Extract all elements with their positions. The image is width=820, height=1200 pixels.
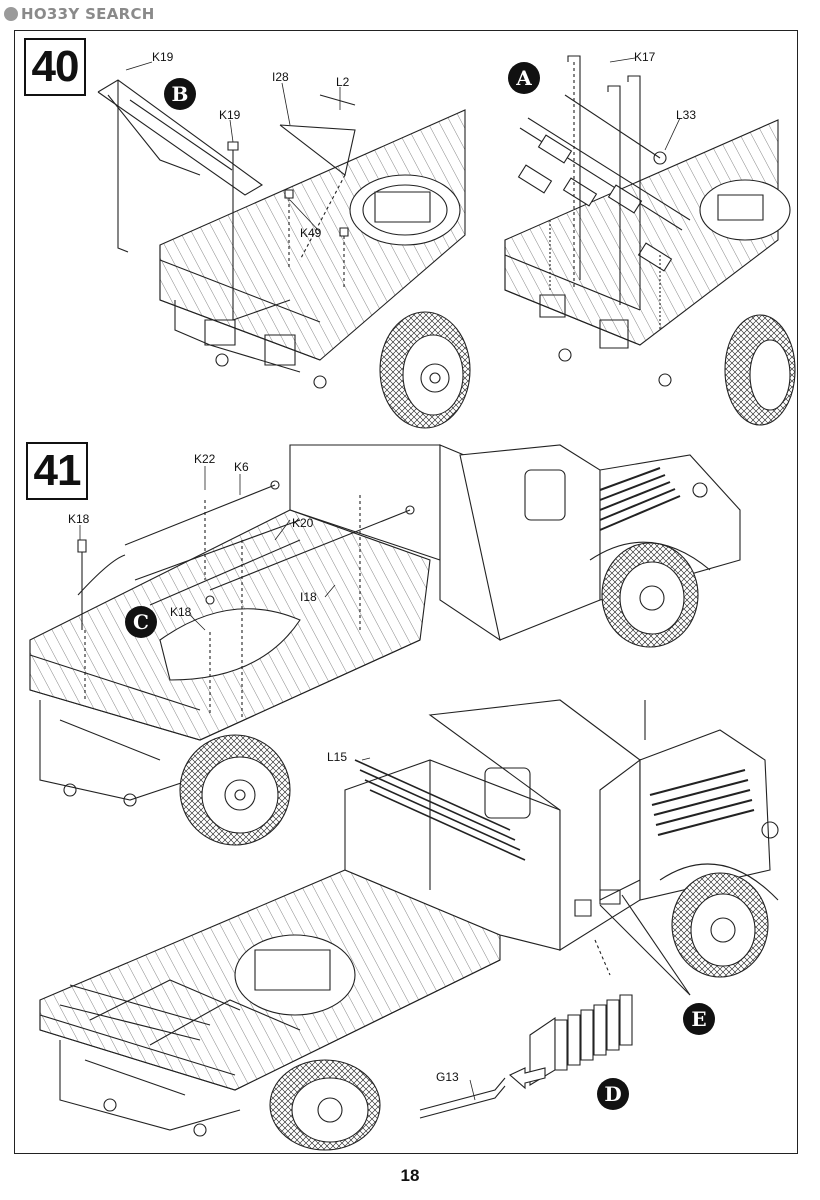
- step41-top-drawing: [30, 445, 740, 845]
- part-label-l15: L15: [327, 750, 348, 764]
- part-label-k22: K22: [194, 452, 216, 466]
- step-number-text: 40: [31, 42, 80, 91]
- logo-icon: [4, 7, 18, 21]
- part-label-k19: K19: [152, 50, 174, 64]
- part-label-k17: K17: [634, 50, 656, 64]
- callout-letter: D: [604, 1082, 622, 1106]
- part-label-i18: I18: [300, 590, 317, 604]
- callout-letter: E: [691, 1007, 707, 1031]
- part-label-k49: K49: [300, 226, 322, 240]
- step40-right-drawing: [505, 56, 795, 425]
- callout-b: B: [164, 78, 196, 110]
- callout-c: C: [125, 606, 157, 638]
- watermark-text: HO33Y SEARCH: [21, 5, 155, 23]
- part-label-k18: K18: [170, 605, 192, 619]
- watermark-logo: HO33Y SEARCH: [4, 4, 155, 24]
- step-number-41: 41: [26, 442, 88, 500]
- step-number-text: 41: [33, 446, 82, 495]
- part-label-l33: L33: [676, 108, 697, 122]
- callout-a: A: [508, 62, 540, 94]
- page-frame: [14, 30, 798, 1154]
- callout-letter: C: [133, 610, 149, 634]
- callout-letter: A: [516, 66, 532, 90]
- part-label-k18: K18: [68, 512, 90, 526]
- part-label-l2: L2: [336, 75, 350, 89]
- part-label-i28: I28: [272, 70, 289, 84]
- step41-bottom-drawing: [40, 700, 778, 1150]
- page-number: 18: [400, 1166, 420, 1185]
- callout-letter: B: [171, 82, 189, 106]
- part-label-k20: K20: [292, 516, 314, 530]
- callout-d: D: [597, 1078, 629, 1110]
- callout-e: E: [683, 1003, 715, 1035]
- part-label-g13: G13: [436, 1070, 459, 1084]
- step-number-40: 40: [24, 38, 86, 96]
- leader-lines: [80, 58, 680, 1100]
- step40-left-drawing: [98, 80, 470, 428]
- part-label-k19: K19: [219, 108, 241, 122]
- part-label-k6: K6: [234, 460, 249, 474]
